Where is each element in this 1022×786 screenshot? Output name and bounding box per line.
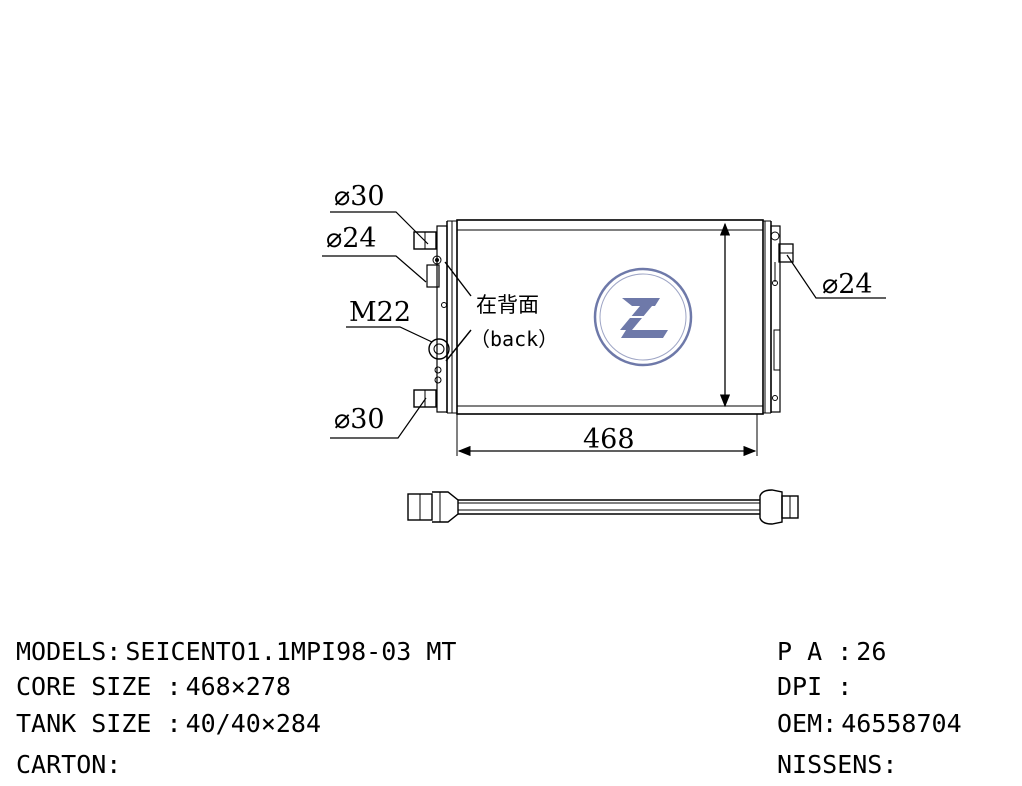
back-note-en: （back） [470,327,558,351]
spec-dpi: DPI : [777,672,856,701]
spec-core-size-label: CORE SIZE : [16,672,182,701]
callout-bottom-outlet: ⌀30 [330,397,427,439]
left-tank [413,225,450,413]
radiator-top-view [407,489,799,525]
right-tank [770,225,794,413]
spec-tank-size: TANK SIZE :40/40×284 [16,709,321,738]
spec-carton-label: CARTON: [16,750,122,779]
back-note: 在背面 （back） [444,261,558,362]
callout-left-fitting: ⌀24 [322,223,427,283]
brand-logo [593,267,693,367]
dim-fitting-right: ⌀24 [822,269,873,300]
spec-oem-value: 46558704 [841,709,962,738]
core-width-dimension: 468 [456,414,758,457]
spec-pa: P A :26 [777,637,886,666]
spec-carton: CARTON: [16,750,125,779]
spec-tank-size-label: TANK SIZE : [16,709,182,738]
spec-tank-size-value: 40/40×284 [185,709,322,738]
spec-dpi-label: DPI : [777,672,853,701]
spec-oem: OEM:46558704 [777,709,962,738]
dim-inlet-top: ⌀30 [334,181,385,212]
spec-pa-value: 26 [856,637,887,666]
dim-core-width: 468 [583,424,635,455]
dim-outlet-bottom: ⌀30 [334,404,385,435]
spec-models: MODELS:SEICENTO1.1MPI98-03 MT [16,637,457,666]
spec-nissens: NISSENS: [777,750,901,779]
radiator-core [446,219,772,415]
spec-oem-label: OEM: [777,709,838,738]
back-note-cn: 在背面 [476,293,539,317]
dim-thread: M22 [349,297,411,328]
callout-right-fitting: ⌀24 [786,254,886,300]
spec-models-label: MODELS: [16,637,122,666]
spec-core-size: CORE SIZE :468×278 [16,672,291,701]
spec-models-value: SEICENTO1.1MPI98-03 MT [125,637,457,666]
dim-fitting-left: ⌀24 [326,223,377,254]
spec-core-size-value: 468×278 [185,672,291,701]
callout-thread: M22 [346,297,433,343]
spec-pa-label: P A : [777,637,853,666]
spec-nissens-label: NISSENS: [777,750,898,779]
callout-top-inlet: ⌀30 [330,181,429,245]
